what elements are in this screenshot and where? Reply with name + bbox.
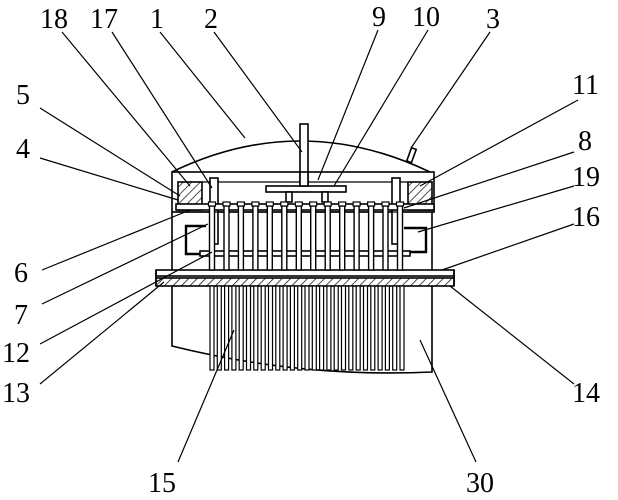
label-1: 1: [150, 4, 164, 35]
tube-upper: [367, 205, 375, 271]
tube-lower: [370, 285, 376, 371]
tube-upper: [237, 205, 245, 271]
tube-lower: [224, 285, 230, 371]
tube-upper: [223, 205, 230, 271]
tube-cap: [323, 201, 332, 207]
lower-flange: [155, 269, 455, 287]
tube-lower: [377, 285, 383, 371]
tube-lower: [231, 285, 237, 371]
tube-lower: [238, 285, 244, 371]
tube-lower: [297, 285, 303, 371]
label-2: 2: [204, 4, 218, 35]
middle-plate: [199, 250, 411, 257]
side-box-right: [404, 226, 428, 254]
label-9: 9: [372, 2, 386, 33]
tube-lower: [392, 285, 398, 371]
label-14: 14: [572, 378, 600, 409]
label-10: 10: [412, 2, 440, 33]
label-15: 15: [148, 468, 176, 499]
tube-lower: [362, 285, 369, 371]
tube-cap: [251, 201, 260, 207]
label-16: 16: [572, 202, 600, 233]
tube-lower: [282, 285, 288, 371]
tube-lower: [253, 285, 259, 371]
tube-lower: [319, 285, 325, 371]
tube-lower: [333, 285, 339, 371]
tube-upper: [396, 205, 404, 271]
tube-upper: [295, 205, 302, 271]
label-13: 13: [2, 378, 30, 409]
tube-cap: [294, 201, 303, 207]
tube-lower: [289, 285, 295, 371]
tube-cap: [280, 201, 289, 207]
tube-lower: [340, 285, 347, 371]
label-11: 11: [572, 70, 599, 101]
tube-lower: [275, 285, 281, 371]
tube-lower: [348, 285, 354, 371]
tube-upper: [281, 205, 288, 271]
tube-upper: [353, 205, 360, 271]
tube-upper: [252, 205, 259, 271]
tube-lower: [355, 285, 361, 371]
tube-upper: [382, 205, 389, 271]
label-3: 3: [486, 4, 500, 35]
tube-cap: [338, 201, 347, 207]
tube-cap: [236, 201, 245, 207]
tube-cap: [352, 201, 361, 207]
pin-3: [405, 146, 418, 164]
tube-cap: [207, 201, 217, 207]
tube-lower: [209, 285, 215, 371]
tube-lower: [311, 285, 317, 371]
label-17: 17: [90, 4, 118, 35]
label-12: 12: [2, 338, 30, 369]
t-bar: [265, 171, 347, 203]
label-7: 7: [14, 300, 28, 331]
leader-lines: [39, 29, 579, 463]
label-19: 19: [572, 162, 600, 193]
tube-lower: [326, 285, 332, 371]
tube-lower: [260, 285, 266, 371]
label-30: 30: [466, 468, 494, 499]
tube-cap: [265, 201, 274, 207]
tube-lower: [399, 285, 405, 371]
label-18: 18: [40, 4, 68, 35]
label-group: 18 17 1 2 9 10 3 5 11 4 8 19 16 6 7 12 1…: [2, 2, 600, 499]
tube-upper: [324, 205, 331, 271]
tube-lower: [267, 285, 274, 371]
tube-lower: [304, 285, 310, 371]
upper-plate: [175, 203, 435, 213]
label-8: 8: [578, 126, 592, 157]
tube-cap: [395, 201, 405, 207]
label-6: 6: [14, 258, 28, 289]
tube-lower: [216, 285, 222, 371]
tube-cap: [222, 201, 231, 207]
side-box-left: [184, 224, 206, 256]
tube-upper: [208, 205, 216, 271]
tube-lower: [245, 285, 252, 371]
tube-upper: [339, 205, 346, 271]
tube-upper: [266, 205, 273, 271]
tube-cap: [367, 201, 376, 207]
label-5: 5: [16, 80, 30, 111]
tube-lower: [384, 285, 390, 371]
tube-upper: [310, 205, 317, 271]
tube-cap: [309, 201, 318, 207]
label-4: 4: [16, 134, 30, 165]
tube-cap: [381, 201, 390, 207]
tube-array: [207, 201, 405, 371]
